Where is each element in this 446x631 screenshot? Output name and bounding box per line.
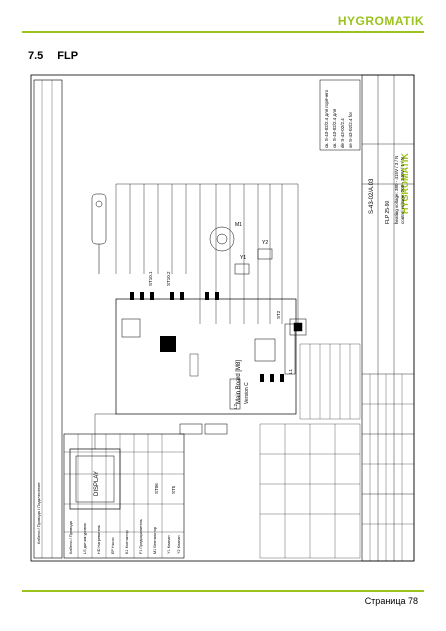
side-logo: HYGROMATIK [400, 153, 410, 214]
control-voltage: control voltage: 200 - 240V / 1 / N [400, 157, 405, 224]
terminal-labels: ST10.1 ST10.2 ST2 ST5 ST06 [148, 271, 281, 494]
valve-y2: Y2 [257, 240, 273, 260]
power-terminals: L1 L2 [229, 323, 296, 410]
bom-row: EP Насос [111, 537, 115, 554]
term-l2: L2 [233, 403, 238, 409]
display-unit: DISPLAY [69, 413, 121, 510]
bom-header: Кабели / Провода [68, 520, 73, 554]
bom-row: Y2 Клапан [177, 535, 181, 554]
doc-number: S-43-02/A.03 [369, 178, 375, 214]
term-st10-2: ST10.2 [166, 271, 171, 286]
notes-box: ск. S-43-02/2.4 для горячего ск. S-43-02… [319, 79, 361, 151]
term-st2: ST2 [276, 310, 281, 319]
brand-logo-part1: HYGRO [337, 14, 385, 28]
display-label: DISPLAY [94, 471, 100, 496]
footer-rule [22, 590, 424, 592]
bom-row: F1 Предохранитель [139, 519, 143, 554]
valve-y1: Y1 [234, 255, 250, 275]
diagram-frame [30, 74, 415, 562]
term-st06: ST06 [154, 483, 159, 494]
cable-legend: Кабели / Провода / Подключение [33, 79, 63, 559]
note-1: ск. S-43-02/2.4 для горячего [324, 89, 329, 148]
main-board: Main Board [M8] Version C [115, 292, 297, 435]
bom-row: Y1 Клапан [167, 535, 171, 554]
board-version: Version C [244, 382, 250, 404]
brand-logo-part2: MATIK [384, 14, 424, 28]
heating-voltage: heating voltage: 380 - 415V / 3 / N [394, 156, 399, 224]
valve-y2-label: Y2 [262, 240, 268, 246]
section-heading: 7.5 FLP [28, 50, 92, 62]
section-number: 7.5 [28, 50, 44, 62]
level-sensor [91, 193, 107, 274]
revision-table [259, 423, 361, 559]
note-3: de S-43-02/2.4 [340, 118, 345, 148]
wire-bus [115, 183, 299, 324]
note-2: ск. S-43-02/2.4 для [332, 108, 337, 148]
wiring-diagram: HYGROMATIK S-43-02/A.03 FLP 25-90 heatin… [30, 74, 415, 562]
header-rule [22, 31, 424, 33]
term-st10-1: ST10.1 [148, 271, 153, 286]
fan-motor: M1 [209, 222, 242, 252]
valve-y1-label: Y1 [240, 255, 246, 261]
bom-row: LS датчик уровня [83, 523, 87, 554]
page-number: Страница 78 [364, 596, 418, 606]
bom-table: Кабели / Провода LS датчик уровня HD Наг… [63, 433, 185, 559]
term-st5: ST5 [171, 485, 176, 494]
legend-header: Кабели / Провода / Подключение [36, 482, 41, 544]
section-title: FLP [57, 50, 79, 62]
brand-logo: HYGROMATIK [338, 14, 424, 28]
board-label: Main Board [M8] [236, 360, 242, 404]
switch-box [289, 318, 307, 336]
note-4: se S-43-02/2.4 for [348, 111, 353, 148]
mid-spec-table [299, 343, 361, 420]
bom-row: M1 Вентилятор [153, 527, 157, 554]
bom-row: HD Нагреватель [97, 525, 101, 554]
bom-row: K1 Контактор [125, 530, 129, 554]
model-label: FLP 25-90 [385, 201, 391, 224]
motor-label: M1 [235, 222, 242, 228]
title-block: HYGROMATIK S-43-02/A.03 FLP 25-90 heatin… [361, 74, 415, 562]
term-l1: L1 [288, 368, 293, 374]
